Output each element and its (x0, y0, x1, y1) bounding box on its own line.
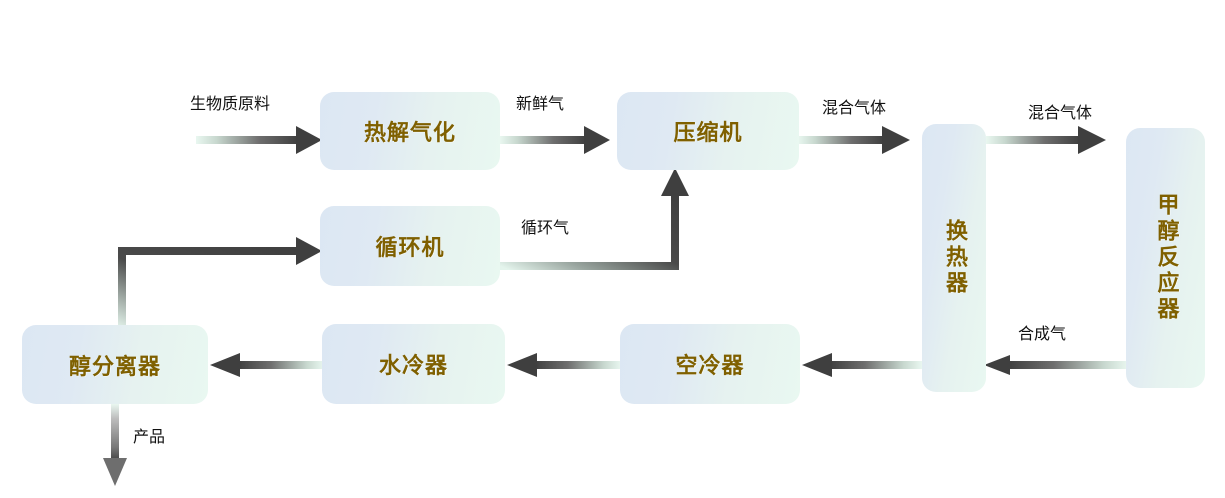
node-air-cooler-label: 空冷器 (675, 354, 745, 379)
arrow-biomass-feed (196, 126, 322, 154)
arrow-watercooler-to-separator (210, 353, 324, 377)
node-pyrolysis-label: 热解气化 (363, 121, 456, 146)
edge-label-product: 产品 (133, 427, 166, 446)
node-methanol-reactor-label: 甲醇反应器 (1153, 193, 1179, 323)
node-heat-exchanger-label: 换热器 (941, 219, 967, 297)
edge-label-mixed-gas-1: 混合气体 (822, 98, 887, 117)
arrow-fresh-gas (500, 126, 610, 154)
node-methanol-reactor[interactable]: 甲醇反应器 (1126, 128, 1205, 388)
node-recycler-label: 循环机 (375, 236, 445, 261)
arrow-heatexchanger-to-aircooler (802, 353, 922, 377)
node-separator[interactable]: 醇分离器 (22, 325, 208, 404)
arrow-syngas (984, 355, 1128, 375)
node-recycler[interactable]: 循环机 (320, 206, 500, 286)
arrow-recycle-gas (500, 168, 689, 270)
node-air-cooler[interactable]: 空冷器 (620, 324, 800, 404)
arrow-recycle-return (118, 237, 322, 330)
edge-label-mixed-gas-2: 混合气体 (1028, 103, 1093, 122)
node-pyrolysis[interactable]: 热解气化 (320, 92, 500, 170)
arrow-mixed-gas-1 (798, 126, 910, 154)
edge-label-syngas: 合成气 (1018, 324, 1067, 343)
node-separator-label: 醇分离器 (68, 354, 161, 380)
arrow-mixed-gas-2 (986, 126, 1106, 154)
node-compressor-label: 压缩机 (673, 121, 743, 146)
node-water-cooler-label: 水冷器 (378, 354, 448, 379)
node-water-cooler[interactable]: 水冷器 (322, 324, 505, 404)
edge-label-fresh-gas: 新鲜气 (516, 94, 565, 113)
edge-label-recycle-gas: 循环气 (521, 218, 570, 237)
edge-label-biomass-feed: 生物质原料 (190, 94, 271, 113)
arrow-product (103, 404, 127, 486)
node-heat-exchanger[interactable]: 换热器 (922, 124, 986, 392)
node-compressor[interactable]: 压缩机 (617, 92, 799, 170)
arrow-aircooler-to-watercooler (507, 353, 621, 377)
